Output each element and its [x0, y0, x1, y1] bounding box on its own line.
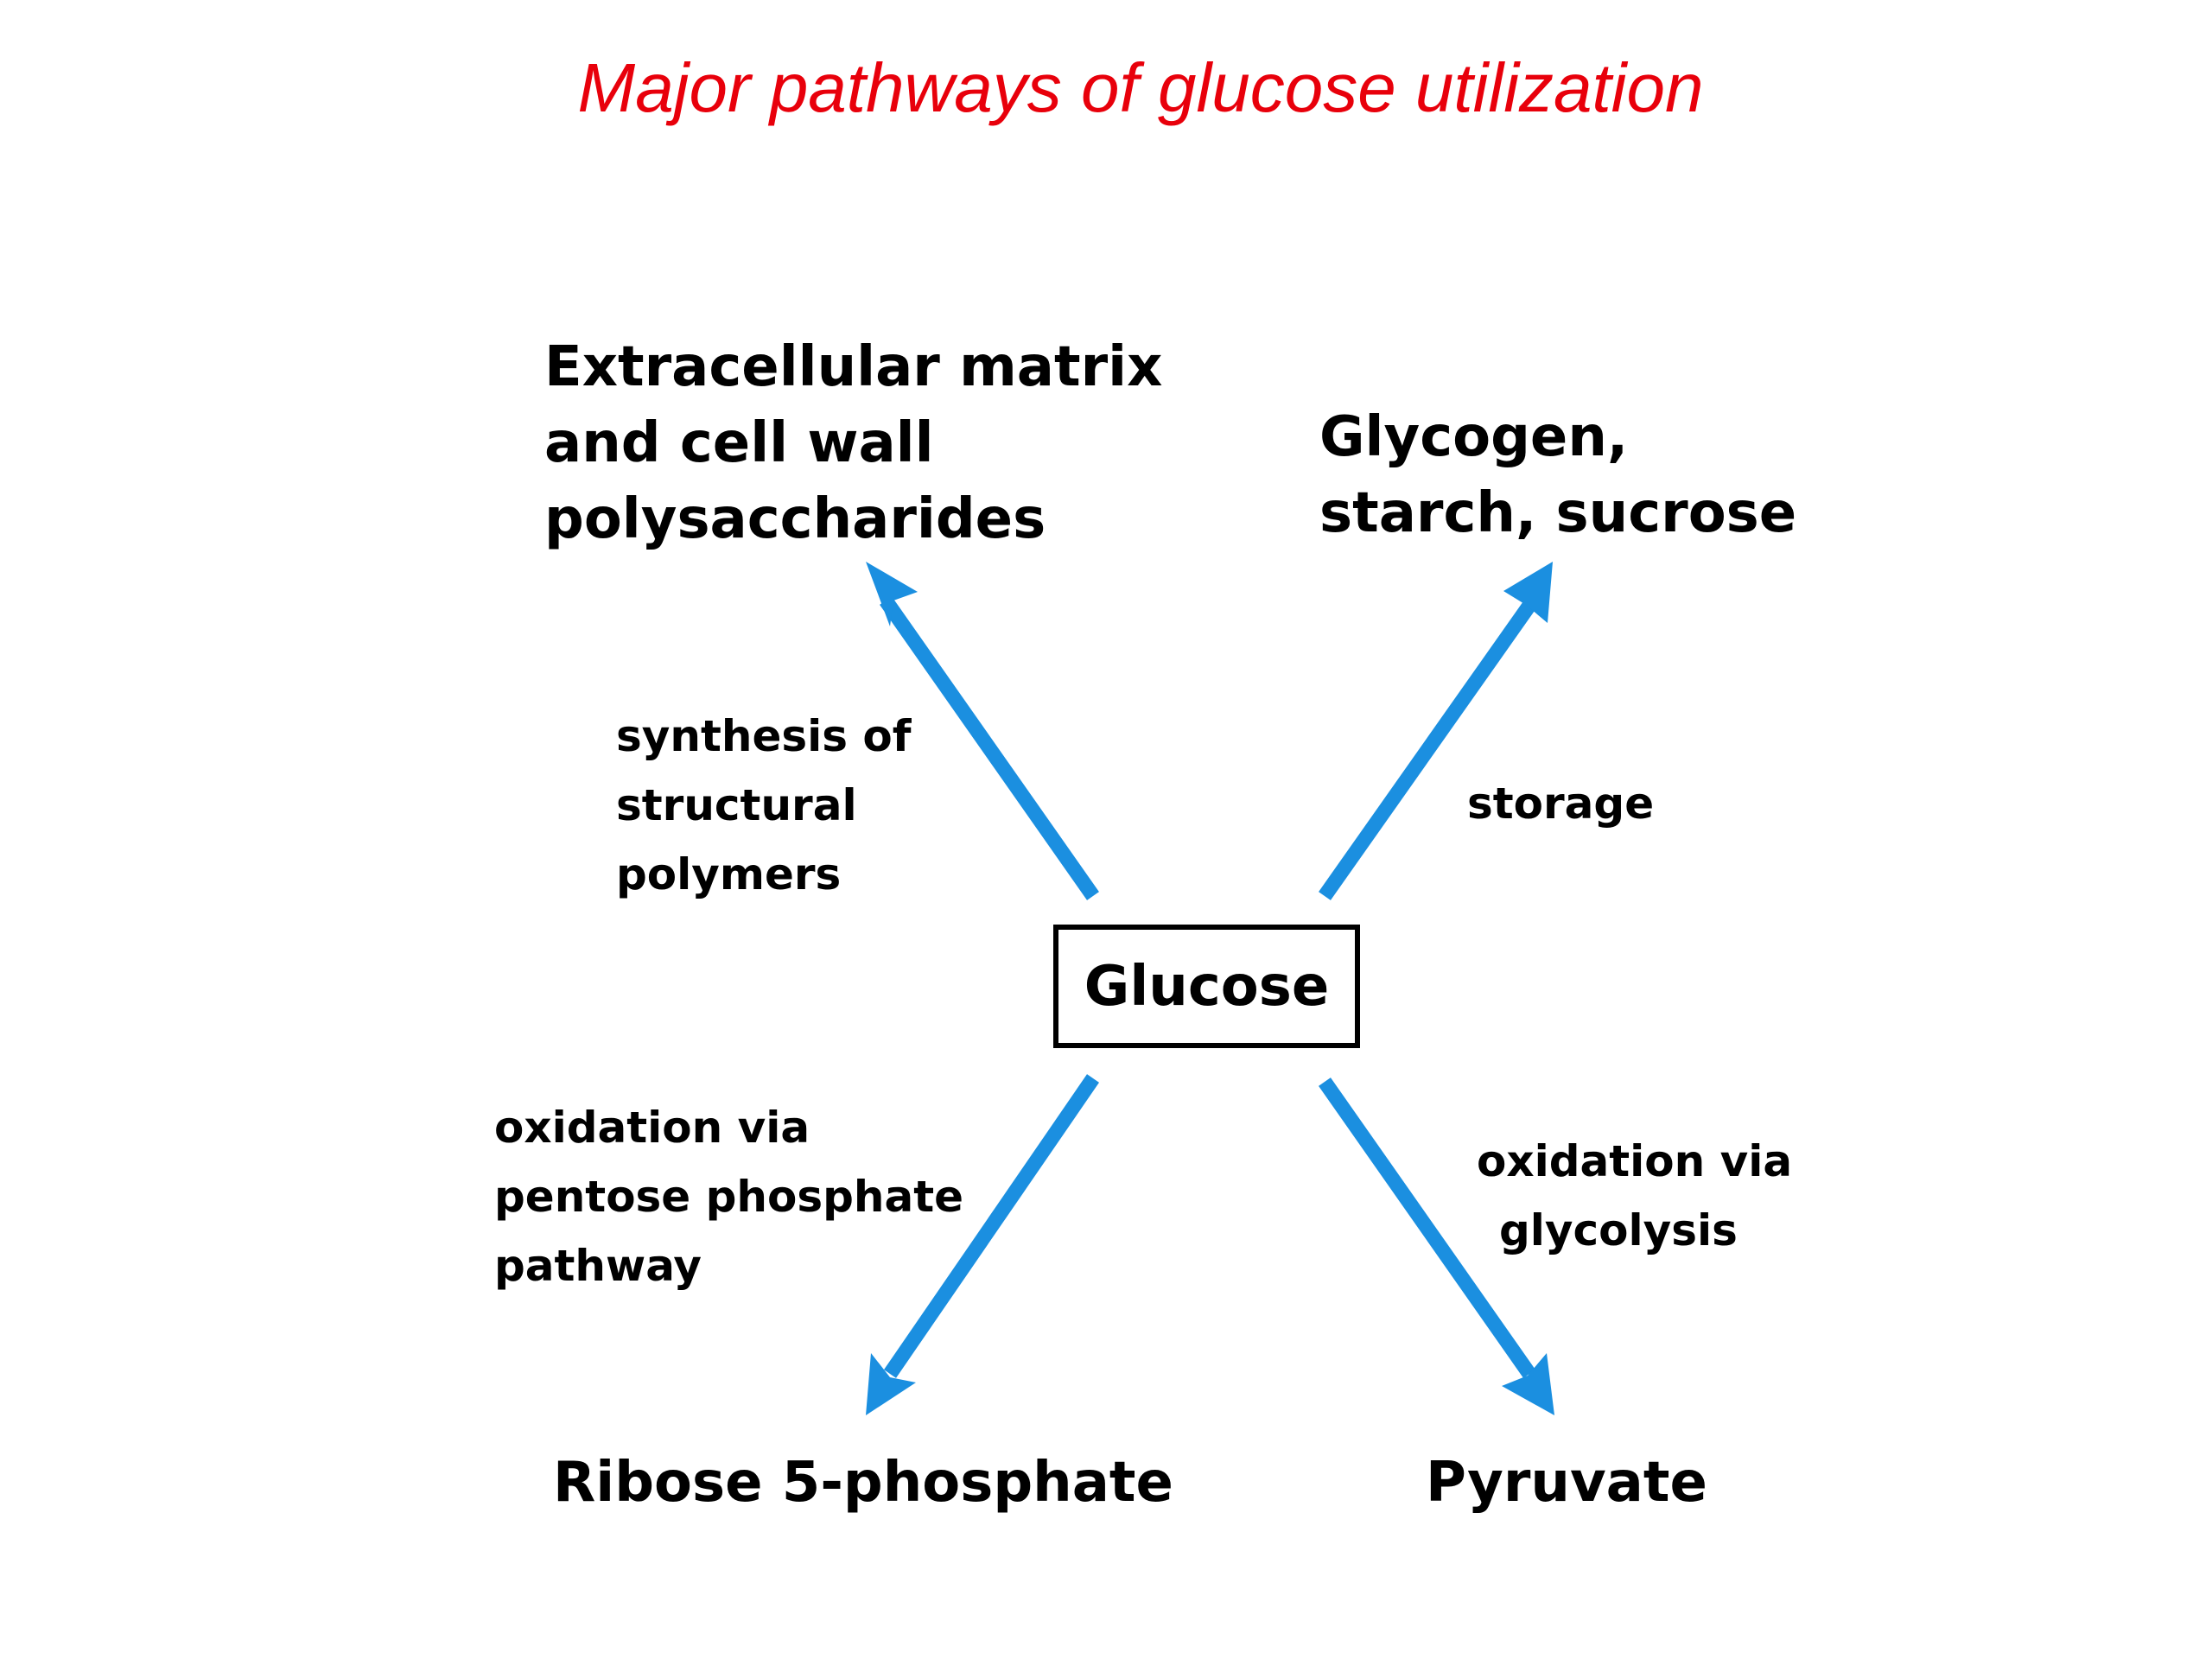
process-storage: storage — [1467, 769, 1654, 838]
arrow-to-extracellular-matrix — [866, 562, 1099, 900]
product-glycogen-starch-sucrose: Glycogen, starch, sucrose — [1319, 399, 1796, 551]
arrow-to-ribose-5-phosphate — [866, 1074, 1100, 1415]
product-ribose-5-phosphate: Ribose 5-phosphate — [553, 1445, 1173, 1521]
arrow-to-pyruvate — [1319, 1077, 1554, 1415]
process-oxidation-pentose-phosphate: oxidation via pentose phosphate pathway — [494, 1093, 963, 1300]
product-line: Ribose 5-phosphate — [553, 1451, 1173, 1515]
glucose-label: Glucose — [1084, 954, 1330, 1019]
process-line: storage — [1467, 779, 1655, 829]
arrow-to-glycogen — [1319, 562, 1553, 900]
process-line: oxidation via — [1477, 1136, 1793, 1186]
diagram-title: Major pathways of glucose utilization — [577, 49, 1704, 126]
product-line: Extracellular matrix — [544, 335, 1163, 399]
process-line: structural — [616, 780, 857, 830]
process-line: pathway — [494, 1241, 702, 1291]
process-line: glycolysis — [1499, 1205, 1738, 1255]
product-line: polysaccharides — [544, 487, 1046, 551]
process-oxidation-glycolysis: oxidation via glycolysis — [1477, 1127, 1792, 1265]
product-line: Pyruvate — [1426, 1451, 1707, 1515]
glucose-node: Glucose — [1053, 925, 1360, 1048]
process-line: pentose phosphate — [494, 1172, 964, 1222]
product-line: and cell wall — [544, 411, 934, 475]
process-line: polymers — [616, 849, 842, 899]
process-synthesis-of-structural-polymers: synthesis of structural polymers — [616, 702, 912, 909]
product-line: Glycogen, — [1319, 405, 1629, 469]
product-extracellular-matrix: Extracellular matrix and cell wall polys… — [544, 329, 1162, 557]
process-line: oxidation via — [494, 1103, 810, 1153]
process-line: synthesis of — [616, 711, 912, 761]
product-line: starch, sucrose — [1319, 481, 1797, 545]
product-pyruvate: Pyruvate — [1426, 1445, 1707, 1521]
